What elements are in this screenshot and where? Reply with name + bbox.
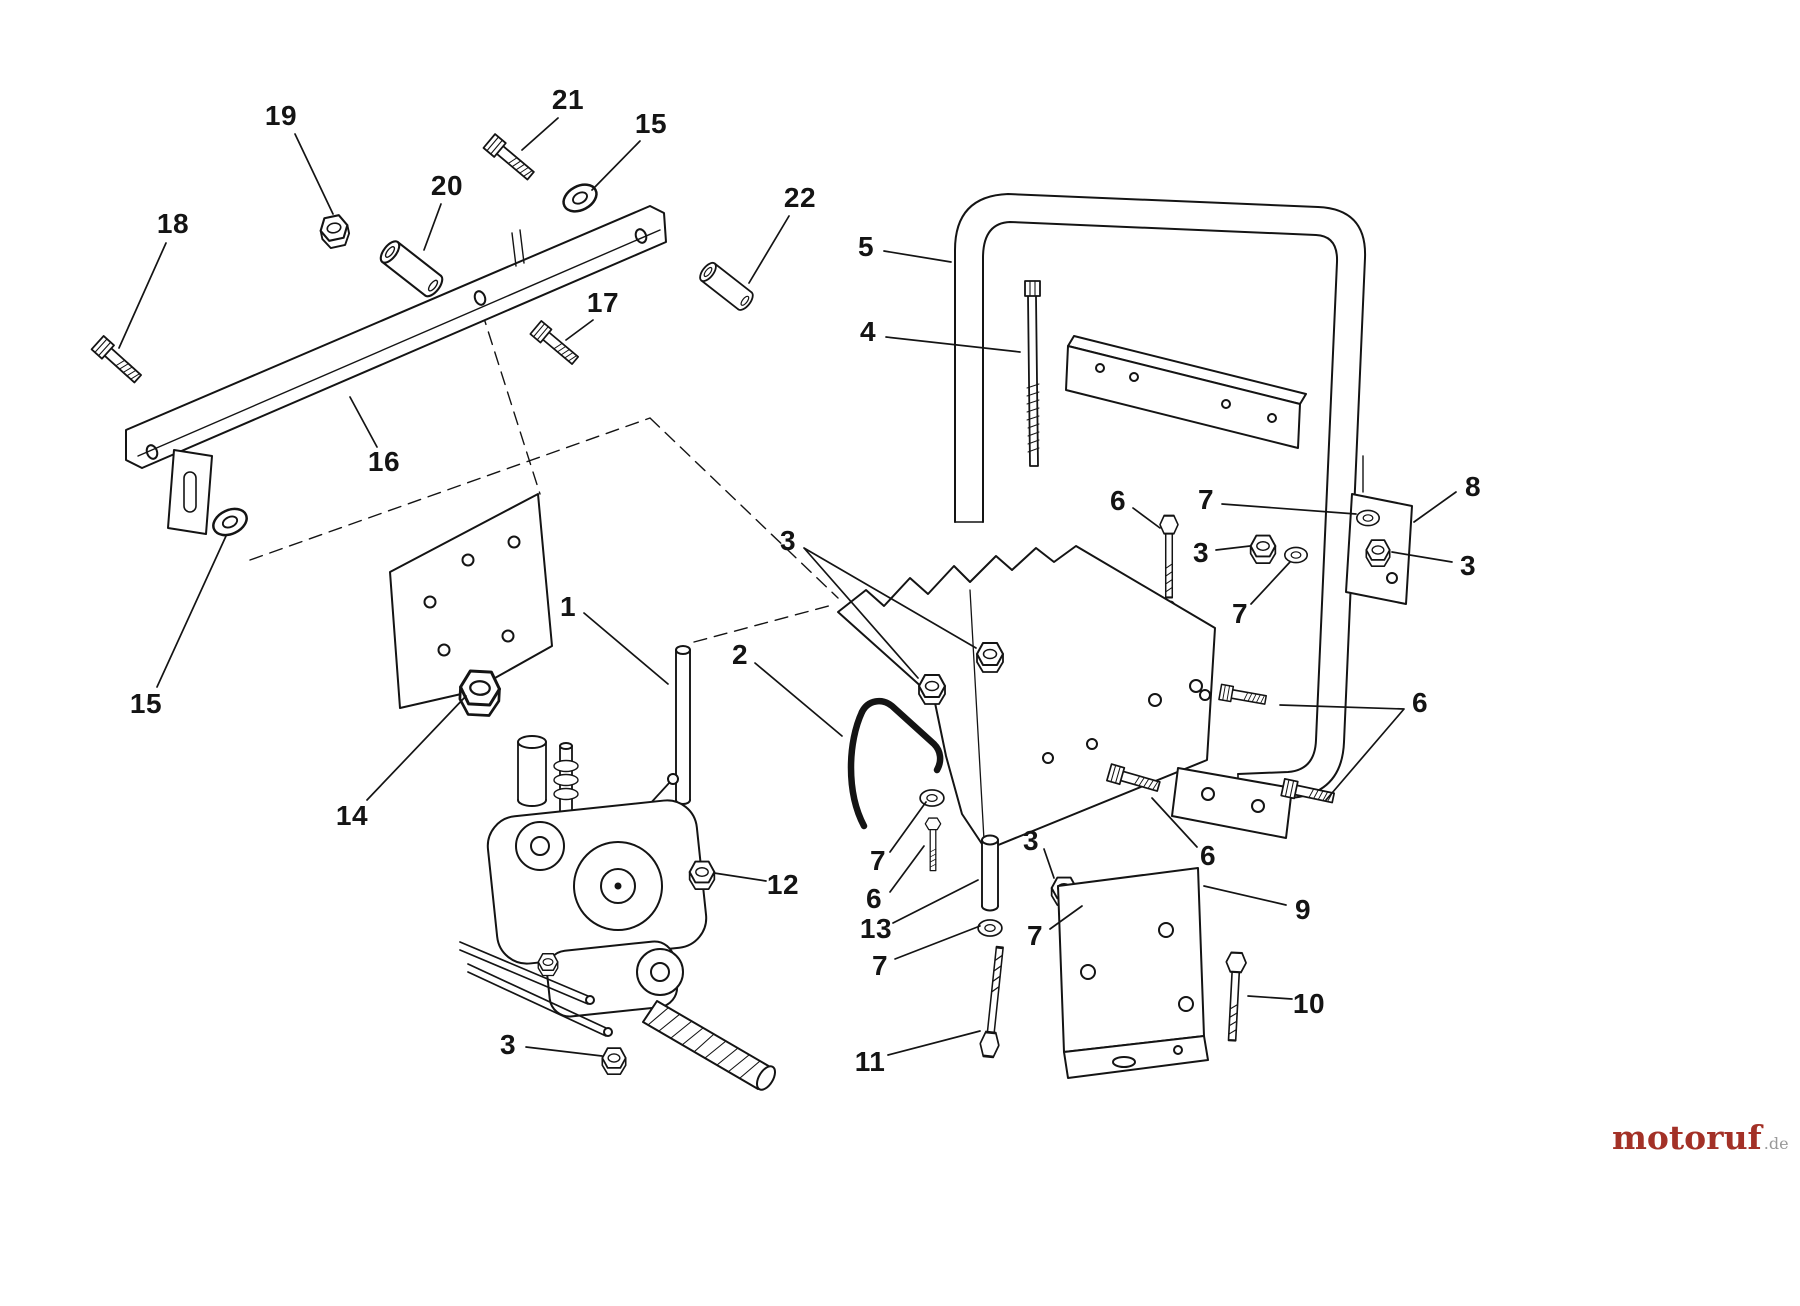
nut-12 <box>688 860 716 891</box>
callout-6b: 6 <box>1411 687 1429 718</box>
callout-13: 13 <box>859 913 893 944</box>
watermark: motoruf.de <box>1612 1118 1789 1157</box>
bolt-10 <box>1221 951 1248 1043</box>
callout-5: 5 <box>857 231 875 262</box>
bolt-icon <box>1218 683 1268 709</box>
bolt-icon <box>924 817 942 872</box>
lower-bracket-plate-9 <box>1057 867 1209 1079</box>
callout-16: 16 <box>367 446 401 477</box>
callout-6a: 6 <box>1109 485 1127 516</box>
anchor-plate <box>389 493 553 718</box>
bolt-11 <box>977 945 1011 1059</box>
callout-6c: 6 <box>865 883 883 914</box>
callout-1: 1 <box>559 591 577 622</box>
callout-3c: 3 <box>1459 550 1477 581</box>
callout-15b: 15 <box>129 688 163 719</box>
nut-icon <box>537 953 559 977</box>
watermark-brand: motoruf <box>1612 1118 1762 1157</box>
callout-11: 11 <box>854 1046 886 1077</box>
callout-7d: 7 <box>1026 920 1044 951</box>
fastener-column <box>919 789 1104 937</box>
bolt-18 <box>90 334 145 387</box>
spacer-20 <box>376 237 447 301</box>
watermark-tld: .de <box>1763 1134 1789 1153</box>
nut-icon <box>1365 539 1391 568</box>
bent-rod-2 <box>847 697 944 830</box>
nut-icon <box>601 1047 627 1076</box>
nut-icon <box>918 674 946 705</box>
transaxle <box>459 735 776 1091</box>
nut-icon <box>1249 534 1277 565</box>
callout-4: 4 <box>859 316 877 347</box>
callout-20: 20 <box>430 170 464 201</box>
callout-12: 12 <box>766 869 800 900</box>
callout-14: 14 <box>335 800 369 831</box>
cross-support-bracket <box>1065 335 1307 449</box>
callout-15: 15 <box>634 108 668 139</box>
callout-7a: 7 <box>1197 484 1215 515</box>
callout-3b: 3 <box>779 525 797 556</box>
callout-10: 10 <box>1292 988 1326 1019</box>
bolt-21 <box>482 133 538 184</box>
callout-8: 8 <box>1464 471 1482 502</box>
callout-3a: 3 <box>1192 537 1210 568</box>
washer-15 <box>557 178 603 218</box>
callout-18: 18 <box>156 208 190 239</box>
leader-lines <box>118 117 1457 1057</box>
nut-19 <box>317 212 353 251</box>
spacer-22 <box>696 259 757 314</box>
callout-3d: 3 <box>1022 825 1040 856</box>
callout-22: 22 <box>783 182 817 213</box>
callout-7b: 7 <box>1231 598 1249 629</box>
nut-icon <box>976 642 1004 673</box>
callout-6d: 6 <box>1199 840 1217 871</box>
callout-7e: 7 <box>871 950 889 981</box>
long-bolt-4 <box>1024 280 1041 467</box>
callout-7c: 7 <box>869 845 887 876</box>
callout-2: 2 <box>731 639 749 670</box>
washer-icon <box>1356 509 1380 527</box>
lift-link-bar <box>90 133 757 542</box>
callout-17: 17 <box>586 287 620 318</box>
bolt-17 <box>529 319 582 368</box>
washer-15 <box>207 502 253 542</box>
washer-icon <box>919 789 945 807</box>
callout-19: 19 <box>264 100 298 131</box>
callout-9: 9 <box>1294 894 1312 925</box>
side-bracket-8 <box>1249 455 1413 605</box>
washer-icon <box>977 919 1003 937</box>
nut-14 <box>457 669 502 718</box>
washer-icon <box>1284 546 1308 564</box>
strap-bracket <box>1105 683 1336 839</box>
callout-3e: 3 <box>499 1029 517 1060</box>
callout-21: 21 <box>551 84 585 115</box>
